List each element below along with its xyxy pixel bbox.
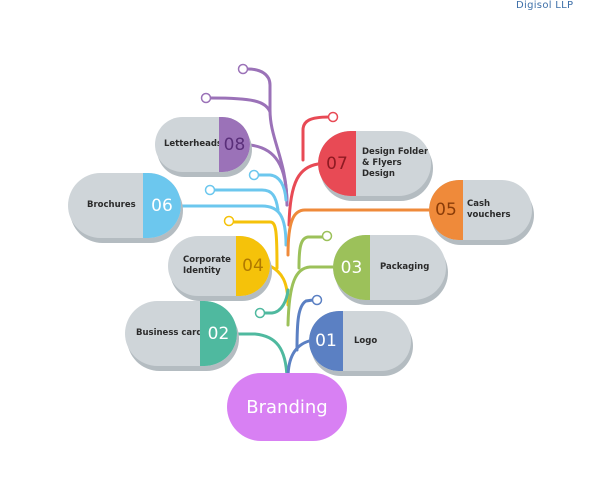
node-label: Design Folder & Flyers Design xyxy=(362,147,429,179)
node-cash-vouchers: 05 Cash vouchers xyxy=(429,180,532,240)
node-label: Letterheads xyxy=(164,139,222,149)
node-brochures: Brochures 06 xyxy=(68,173,181,238)
node-label: Business card xyxy=(136,328,203,338)
branch-06 xyxy=(179,169,288,247)
watermark: Digisol LLP xyxy=(516,0,574,11)
node-label: Packaging xyxy=(380,262,430,272)
node-label: Logo xyxy=(354,335,378,346)
node-label: Brochures xyxy=(87,200,136,210)
branch-04 xyxy=(223,215,290,307)
node-design-folder: 07 Design Folder & Flyers Design xyxy=(318,131,431,196)
node-business-card: Business card 02 xyxy=(125,301,237,366)
node-packaging: 03 Packaging xyxy=(333,235,446,300)
branch-03 xyxy=(286,230,335,327)
node-logo: 01 Logo xyxy=(309,311,411,371)
node-corporate-identity: Corporate Identity 04 xyxy=(168,236,270,296)
branch-02 xyxy=(235,288,290,380)
node-label: Corporate Identity xyxy=(183,255,231,276)
node-label: Cash vouchers xyxy=(467,199,511,220)
root-node-branding: Branding xyxy=(227,373,347,441)
branch-05 xyxy=(286,208,431,257)
branch-07 xyxy=(287,111,339,227)
branch-01 xyxy=(286,294,323,380)
node-letterheads: Letterheads 08 xyxy=(155,117,250,172)
